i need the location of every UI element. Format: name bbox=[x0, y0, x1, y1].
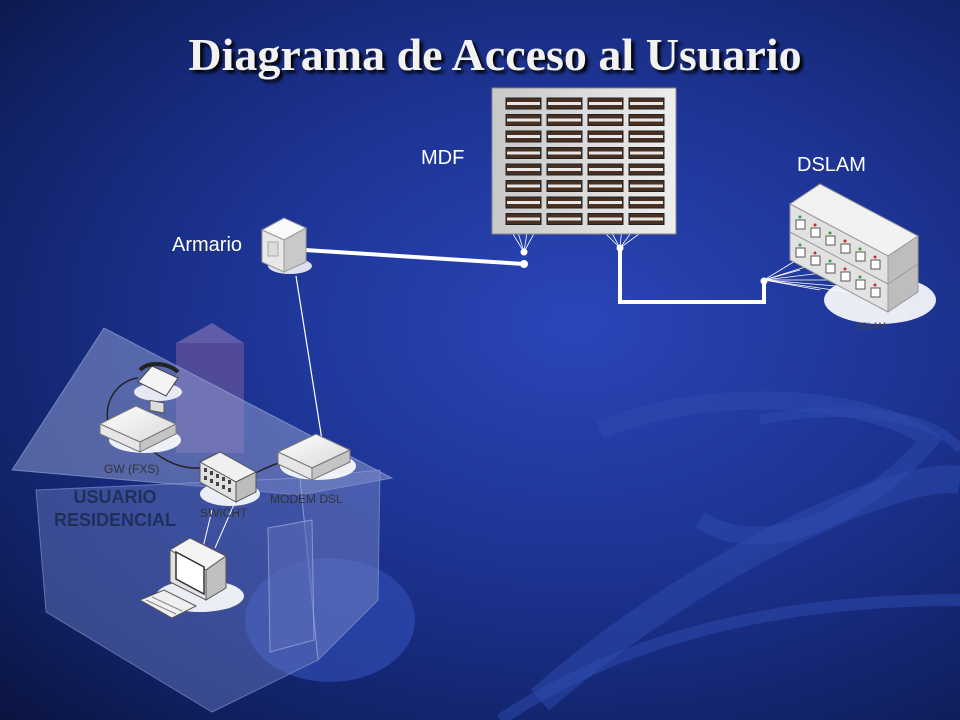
switch-device bbox=[198, 451, 260, 506]
mdf-port-strip bbox=[630, 201, 663, 204]
mdf-port-strip bbox=[548, 118, 581, 122]
mdf-port-strip bbox=[548, 135, 581, 138]
dslam-label: DSLAM bbox=[797, 154, 866, 176]
mdf-port-strip bbox=[548, 184, 581, 188]
computer-icon bbox=[138, 537, 244, 619]
dslam-led bbox=[858, 275, 862, 279]
mdf-port-strip bbox=[548, 201, 581, 204]
armario-mdf-link bbox=[304, 248, 525, 266]
mdf-port-strip bbox=[589, 184, 622, 188]
armario-cabinet bbox=[260, 217, 312, 274]
dslam-port bbox=[825, 235, 836, 246]
mdf-port-strip bbox=[507, 168, 540, 171]
mdf-port-strip bbox=[630, 151, 663, 155]
dslam-led bbox=[828, 231, 832, 235]
mdf-port-strip bbox=[548, 151, 581, 155]
gateway-device bbox=[98, 405, 181, 453]
mdf-port-strip bbox=[507, 184, 540, 188]
dslam-port bbox=[840, 271, 851, 282]
residential-label-line2: RESIDENCIAL bbox=[53, 510, 176, 530]
dslam-led bbox=[843, 267, 847, 271]
junction-dot bbox=[520, 260, 528, 268]
mdf-port-strip bbox=[507, 135, 540, 138]
residential-label-line1: USUARIO bbox=[73, 487, 157, 507]
dslam-led bbox=[843, 239, 847, 243]
dslam-device: DSLAM bbox=[789, 183, 936, 331]
dslam-port bbox=[810, 227, 821, 238]
mdf-port-strip bbox=[507, 118, 540, 122]
dslam-led bbox=[828, 259, 832, 263]
mdf-port-strip bbox=[589, 118, 622, 122]
telephone-icon bbox=[134, 362, 182, 414]
page-title: Diagrama de Acceso al Usuario bbox=[188, 29, 802, 80]
mdf-port-strip bbox=[507, 151, 540, 155]
mdf-port-strip bbox=[548, 168, 581, 171]
mdf-port-strip bbox=[548, 102, 581, 105]
modem-label: MODEM DSL bbox=[270, 492, 343, 506]
dslam-led bbox=[873, 283, 877, 287]
modem-device bbox=[276, 433, 356, 481]
mdf-dslam-link bbox=[618, 248, 766, 304]
dslam-led bbox=[798, 243, 802, 247]
dslam-plate-label: DSLAM bbox=[855, 321, 886, 331]
mdf-port-strip bbox=[630, 168, 663, 171]
mdf-port-strip bbox=[507, 201, 540, 204]
background-swirls bbox=[496, 391, 960, 720]
mdf-rack bbox=[491, 87, 677, 235]
mdf-port-strip bbox=[630, 118, 663, 122]
dslam-led bbox=[813, 223, 817, 227]
dslam-port bbox=[825, 263, 836, 274]
dslam-port bbox=[795, 219, 806, 230]
mdf-port-strip bbox=[548, 217, 581, 221]
mdf-label: MDF bbox=[421, 147, 465, 169]
armario-label: Armario bbox=[172, 234, 243, 256]
mdf-port-strip bbox=[630, 184, 663, 188]
house bbox=[11, 323, 415, 713]
gw-label: GW (FXS) bbox=[104, 462, 160, 476]
mdf-port-strip bbox=[507, 102, 540, 105]
switch-label: SWICHT bbox=[200, 506, 248, 520]
connections bbox=[106, 225, 876, 561]
residential-user-label: USUARIO RESIDENCIAL bbox=[30, 486, 200, 532]
mdf-port-strip bbox=[630, 135, 663, 138]
dslam-port bbox=[840, 243, 851, 254]
mdf-port-strip bbox=[589, 151, 622, 155]
dslam-led bbox=[813, 251, 817, 255]
mdf-port-strip bbox=[589, 102, 622, 105]
dslam-port bbox=[855, 279, 866, 290]
mdf-port-strip bbox=[589, 201, 622, 204]
dslam-port bbox=[870, 287, 881, 298]
mdf-port-strip bbox=[589, 135, 622, 138]
dslam-led bbox=[798, 215, 802, 219]
mdf-port-strip bbox=[589, 168, 622, 171]
mdf-port-strip bbox=[630, 102, 663, 105]
dslam-port bbox=[855, 251, 866, 262]
dslam-led bbox=[873, 255, 877, 259]
dslam-led bbox=[858, 247, 862, 251]
mdf-port-strip bbox=[589, 217, 622, 221]
dslam-port bbox=[795, 247, 806, 258]
mdf-port-strip bbox=[630, 217, 663, 221]
mdf-port-strip bbox=[507, 217, 540, 221]
dslam-port bbox=[810, 255, 821, 266]
armario-modem-link bbox=[295, 275, 323, 441]
dslam-port bbox=[870, 259, 881, 270]
